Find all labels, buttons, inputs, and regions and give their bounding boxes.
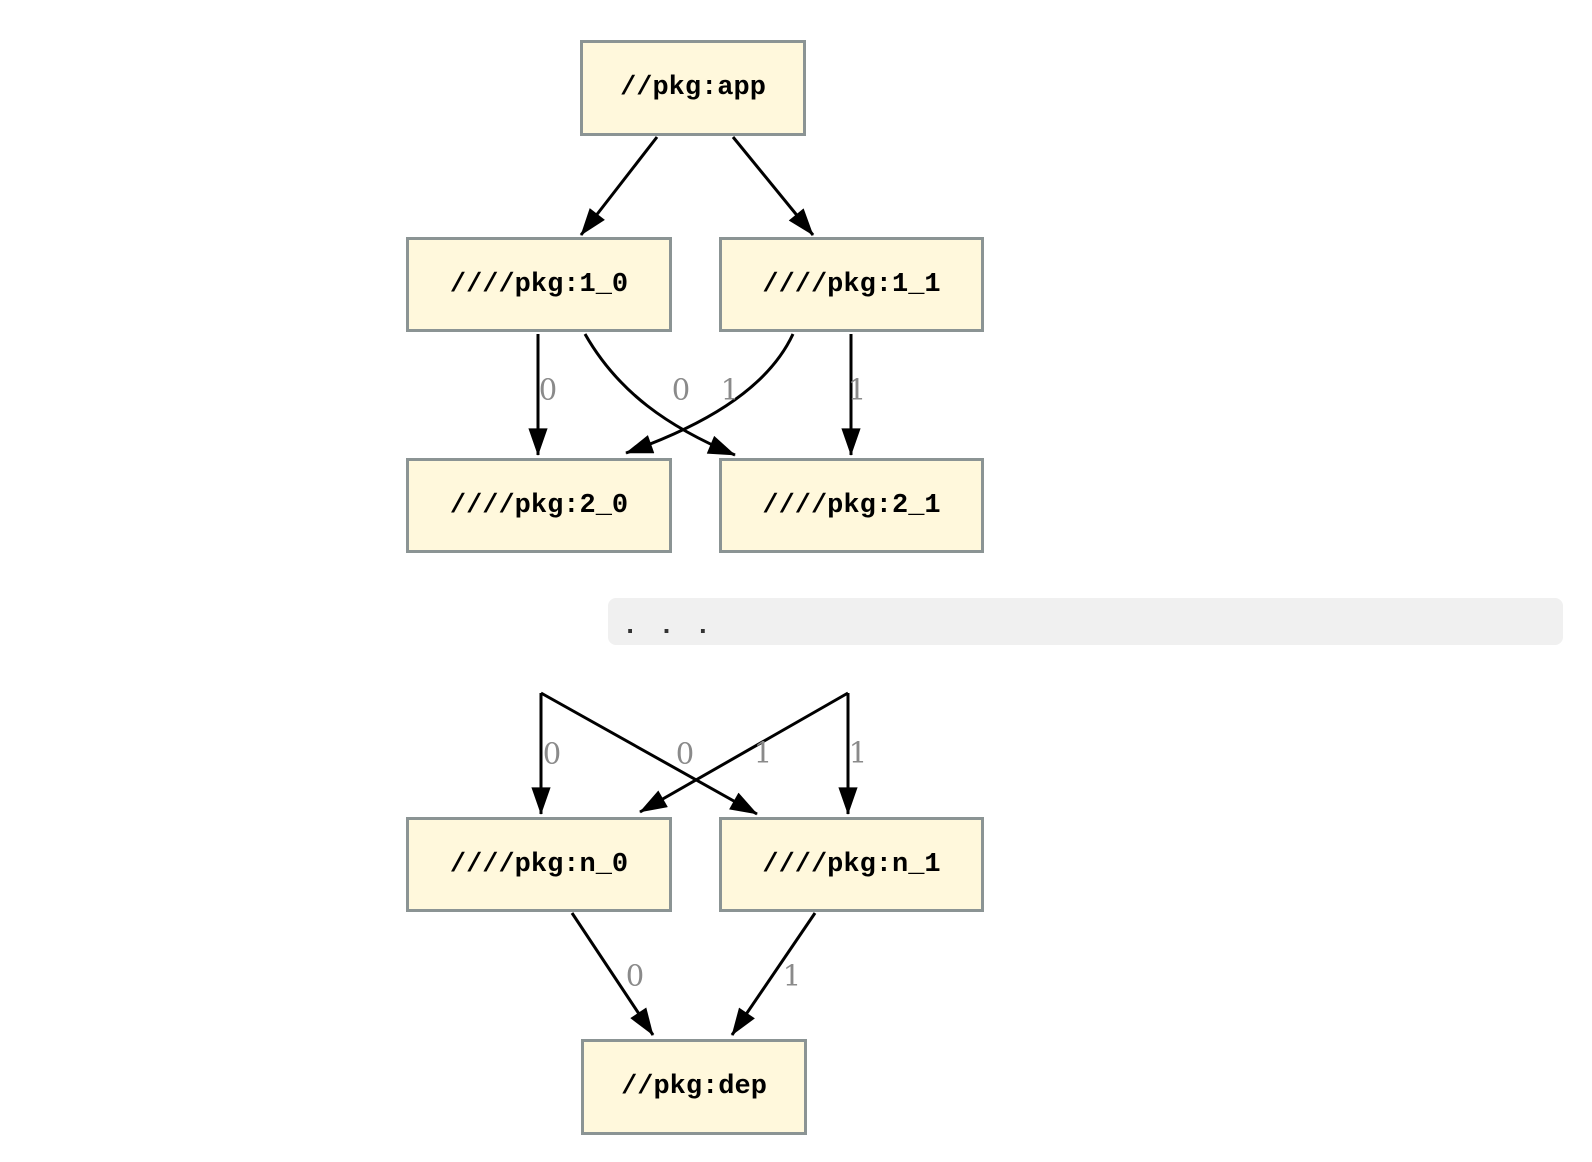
edge-app-to-1_0 <box>579 136 659 236</box>
edge-label-1_1-to-2_0: 0 <box>671 372 691 407</box>
node-pkg-1_0: ////pkg:1_0 <box>406 237 672 332</box>
edge-1_1-to-2_0 <box>625 333 795 455</box>
node-pkg-2_1: ////pkg:2_1 <box>719 458 984 553</box>
node-pkg-app: //pkg:app <box>580 40 806 136</box>
node-pkg-n_1: ////pkg:n_1 <box>719 817 984 912</box>
edge-hidden-cross-to-n_1 <box>540 691 758 816</box>
edge-app-to-1_1 <box>731 136 815 236</box>
edge-label-hidden-cross-to-n_0: 0 <box>675 736 695 771</box>
edge-n_1-to-dep <box>730 912 817 1036</box>
edge-label-hidden-to-n_0: 0 <box>542 736 562 771</box>
node-pkg-dep: //pkg:dep <box>581 1039 807 1135</box>
node-pkg-n_0: ////pkg:n_0 <box>406 817 672 912</box>
edge-label-n_1-to-dep: 1 <box>782 958 802 993</box>
edge-label-1_0-to-2_1: 1 <box>720 372 740 407</box>
ellipsis-band: . . . <box>608 598 1563 645</box>
node-pkg-1_1: ////pkg:1_1 <box>719 237 984 332</box>
edge-label-hidden-to-n_1: 1 <box>848 735 868 770</box>
ellipsis-dots: . . . <box>622 612 714 642</box>
edge-label-hidden-cross-to-n_1: 1 <box>753 735 773 770</box>
edge-1_0-to-2_1 <box>583 333 736 457</box>
edge-label-n_0-to-dep: 0 <box>625 958 645 993</box>
edge-label-1_1-to-2_1: 1 <box>847 372 867 407</box>
node-pkg-2_0: ////pkg:2_0 <box>406 458 672 553</box>
edge-hidden-cross-to-n_0 <box>639 691 849 814</box>
edge-n_0-to-dep <box>570 912 655 1036</box>
edge-label-1_0-to-2_0: 0 <box>538 372 558 407</box>
